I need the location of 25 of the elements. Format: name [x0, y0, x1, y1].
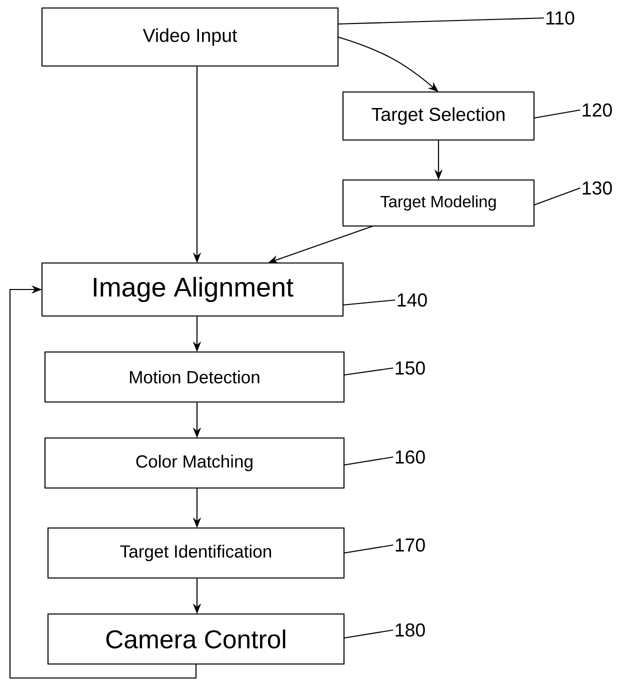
process-box: Color Matching: [44, 437, 345, 489]
leader-line: [534, 188, 580, 206]
process-box: Target Modeling: [342, 179, 535, 227]
leader-line: [534, 109, 580, 119]
process-box: Target Selection: [342, 91, 535, 141]
reference-number: 130: [582, 181, 612, 195]
reference-number: 150: [396, 361, 425, 375]
reference-number: 110: [546, 11, 574, 25]
reference-number: 180: [396, 623, 425, 637]
arrow: [9, 285, 197, 679]
reference-number: 140: [398, 293, 427, 307]
reference-number: 120: [582, 103, 612, 117]
leader-line: [344, 544, 394, 554]
leader-line: [344, 629, 394, 639]
leader-line: [344, 367, 394, 376]
reference-number: 160: [396, 450, 425, 464]
reference-number: 170: [396, 538, 425, 552]
leader-line: [344, 456, 394, 466]
process-box: Video Input: [41, 7, 339, 67]
process-box: Target Identification: [47, 527, 345, 579]
process-box: Camera Control: [47, 613, 345, 665]
process-box: Motion Detection: [44, 351, 345, 403]
leader-line: [338, 17, 544, 25]
leader-line: [342, 299, 396, 306]
process-box: Image Alignment: [41, 262, 344, 317]
